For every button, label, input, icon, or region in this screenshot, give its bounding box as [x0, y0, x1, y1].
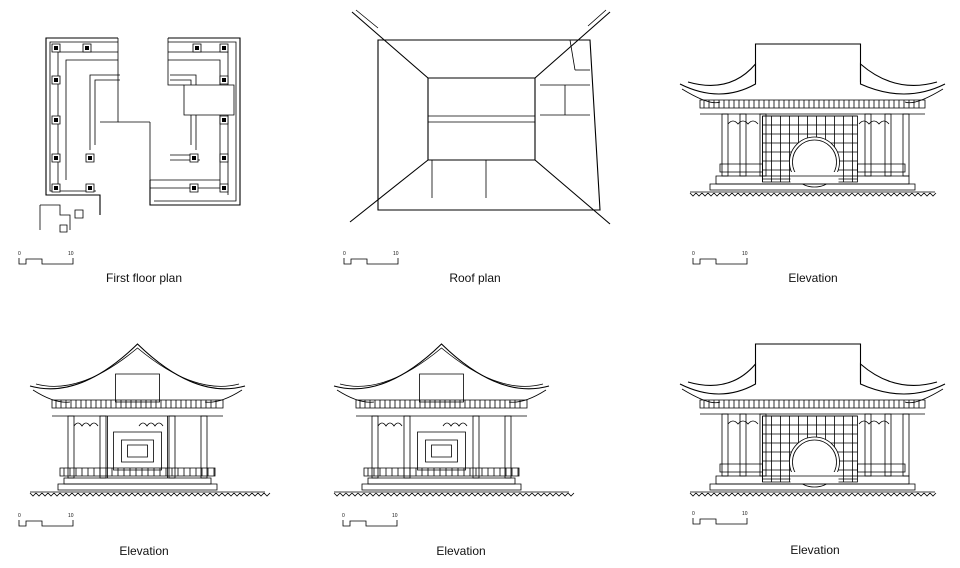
column-square: [52, 116, 60, 124]
elevation-moon-gate-top-drawing: [680, 44, 945, 196]
caption-elevation-2: Elevation: [119, 544, 169, 558]
column-square: [86, 154, 94, 162]
column-square: [190, 154, 198, 162]
elevation-moon-gate-bottom-drawing: [680, 344, 945, 496]
caption-elevation-4: Elevation: [790, 543, 840, 557]
column-square: [193, 44, 201, 52]
scale-start-label: 0: [18, 251, 21, 257]
column-square: [220, 76, 228, 84]
column-square: [52, 154, 60, 162]
column-square: [220, 184, 228, 192]
caption-elevation-3: Elevation: [436, 544, 486, 558]
scale-bar-roof-plan: 0 10: [343, 252, 401, 266]
caption-elevation-1: Elevation: [788, 271, 838, 285]
column-square: [52, 44, 60, 52]
scale-bar-elevation-4: 0 10: [692, 512, 750, 526]
column-square: [220, 116, 228, 124]
scale-bar-elevation-2: 0 10: [18, 514, 76, 528]
scale-bar-elevation-3: 0 10: [342, 514, 400, 528]
column-square: [52, 76, 60, 84]
scale-end-label: 10: [392, 513, 398, 519]
scale-end-label: 10: [393, 251, 399, 257]
scale-start-label: 0: [692, 251, 695, 257]
column-square: [190, 184, 198, 192]
scale-start-label: 0: [692, 511, 695, 517]
scale-end-label: 10: [742, 511, 748, 517]
scale-start-label: 0: [342, 513, 345, 519]
scale-start-label: 0: [343, 251, 346, 257]
elevation-side-middle-drawing: [334, 344, 574, 496]
scale-start-label: 0: [18, 513, 21, 519]
caption-roof-plan: Roof plan: [449, 271, 501, 285]
column-square: [86, 184, 94, 192]
scale-bar-first-floor-plan: 0 10: [18, 252, 76, 266]
column-square: [220, 154, 228, 162]
elevation-side-left-drawing: [30, 344, 270, 496]
column-square: [220, 44, 228, 52]
caption-first-floor-plan: First floor plan: [105, 271, 183, 285]
scale-end-label: 10: [68, 251, 74, 257]
scale-end-label: 10: [742, 251, 748, 257]
scale-bar-elevation-1: 0 10: [692, 252, 750, 266]
column-square: [52, 184, 60, 192]
column-square: [83, 44, 91, 52]
scale-end-label: 10: [68, 513, 74, 519]
